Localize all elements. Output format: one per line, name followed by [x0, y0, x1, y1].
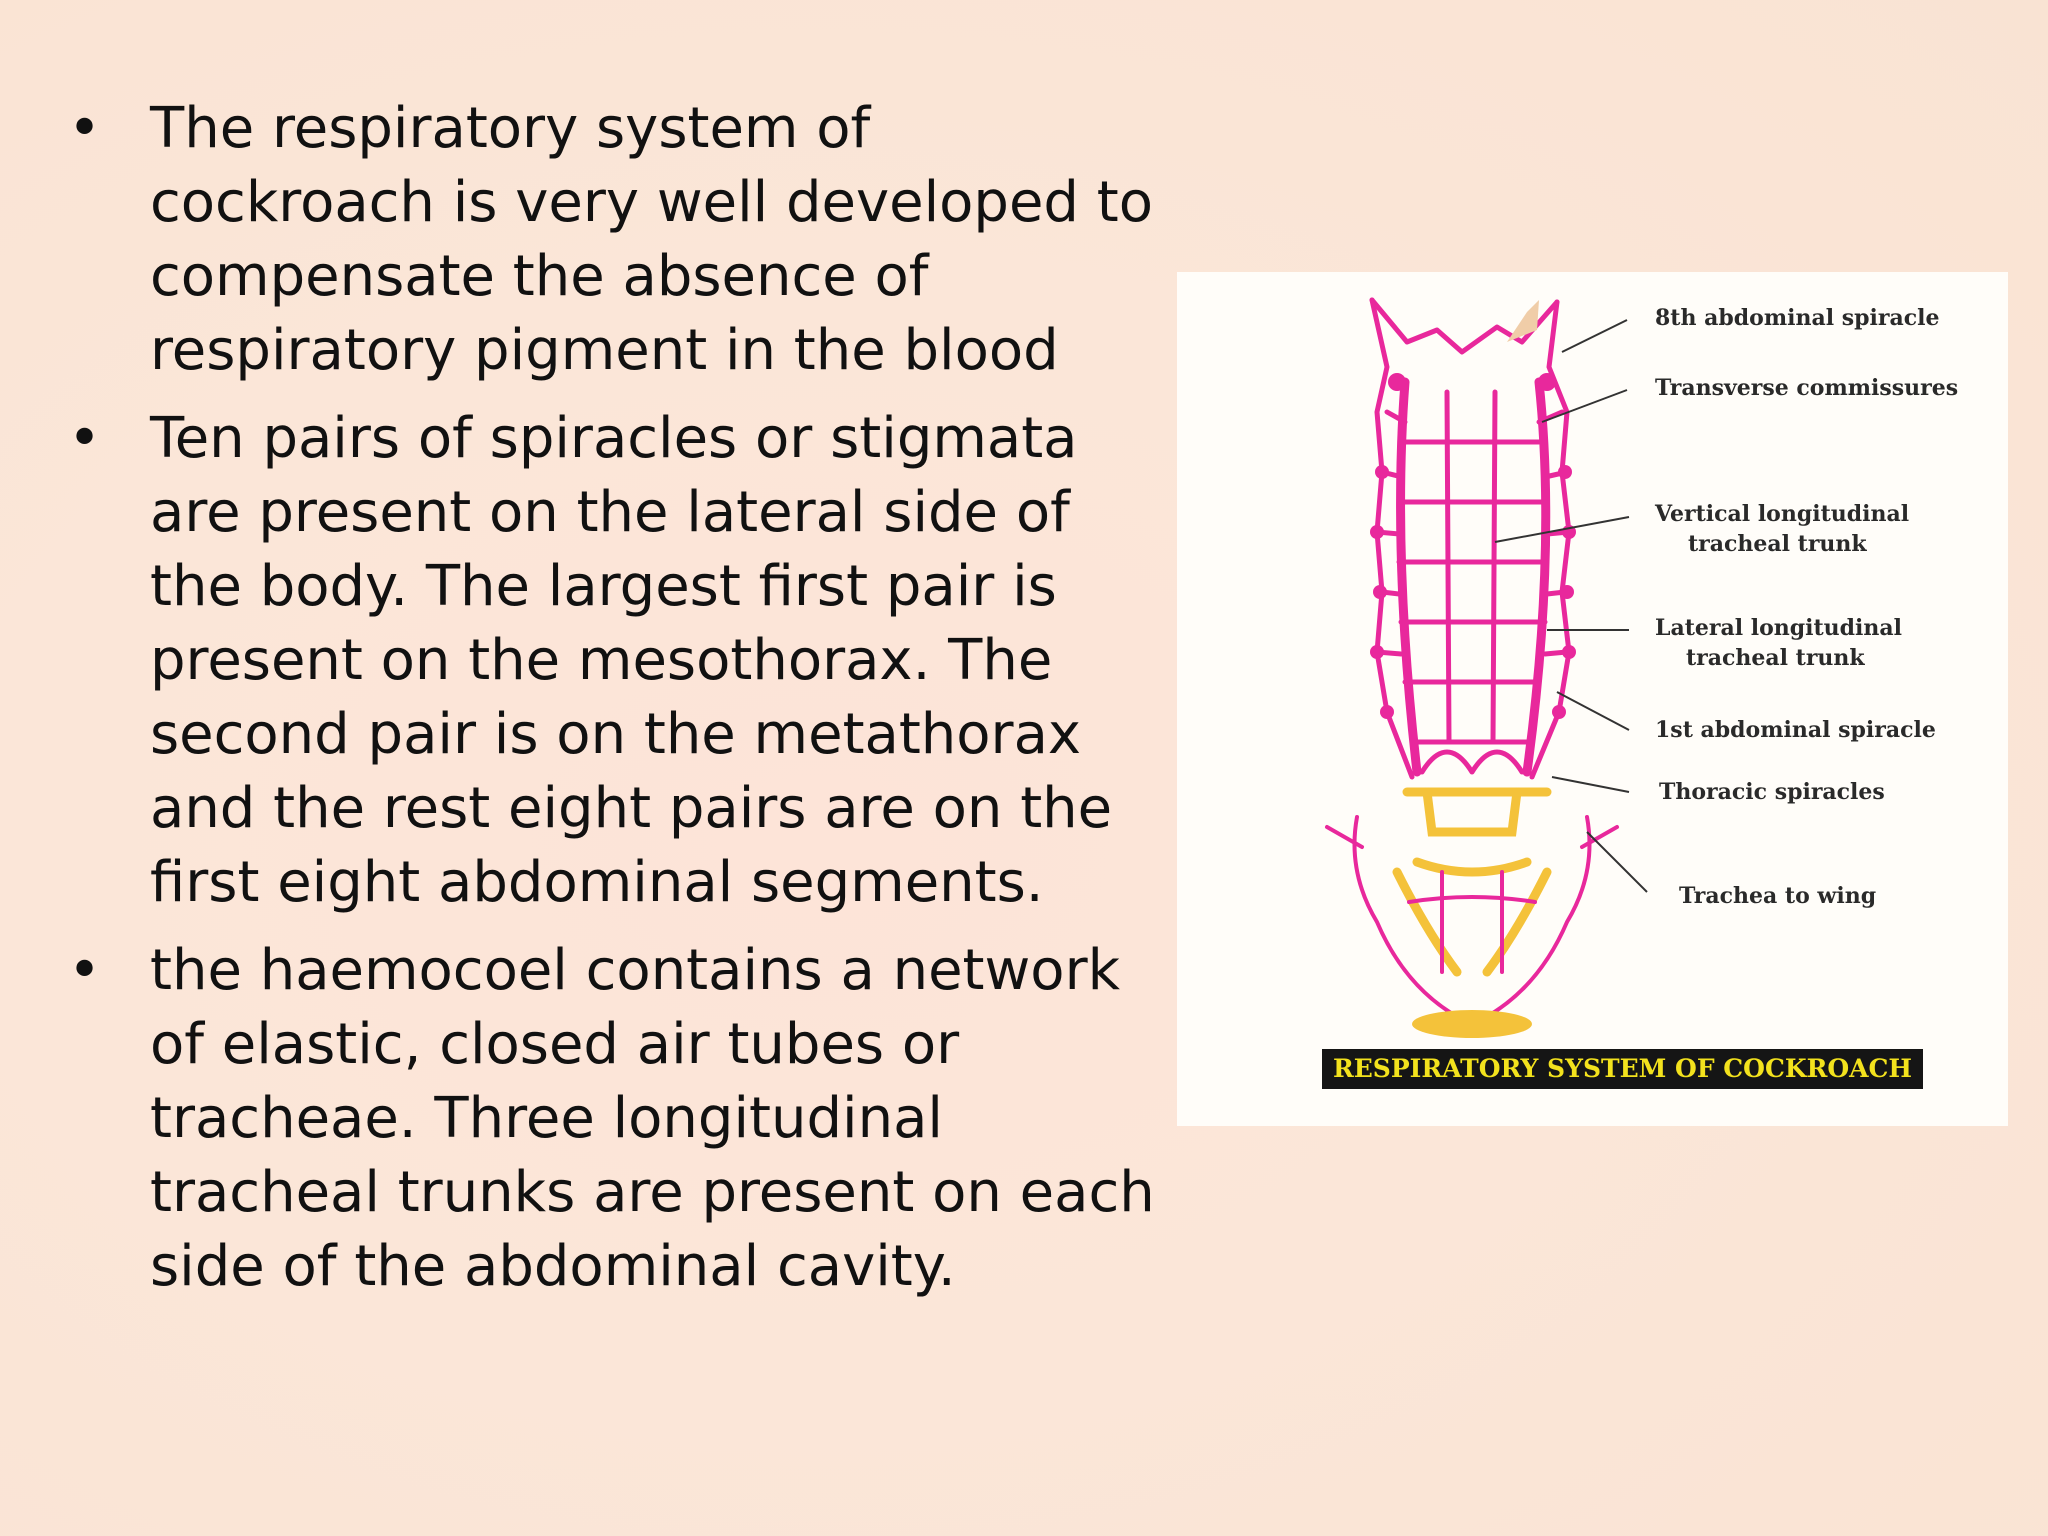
label-thoracic-spiracles: Thoracic spiracles: [1659, 779, 1885, 805]
bullet-item: • the haemocoel contains a network of el…: [68, 934, 1168, 1304]
bullet-text: Ten pairs of spiracles or stigmata are p…: [150, 406, 1113, 915]
bullet-text: The respiratory system of cockroach is v…: [150, 96, 1153, 383]
label-vertical-trunk: tracheal trunk: [1688, 531, 1867, 557]
label-lateral-longitudinal: Lateral longitudinal: [1655, 615, 1903, 641]
label-trachea-to-wing: Trachea to wing: [1679, 883, 1877, 909]
label-1st-abdominal-spiracle: 1st abdominal spiracle: [1655, 717, 1936, 743]
label-lateral-trunk: tracheal trunk: [1686, 645, 1865, 671]
bullet-item: • The respiratory system of cockroach is…: [68, 92, 1168, 388]
bullet-icon: •: [68, 96, 102, 161]
label-vertical-longitudinal: Vertical longitudinal: [1655, 501, 1910, 527]
figure-caption: RESPIRATORY SYSTEM OF COCKROACH: [1322, 1049, 1923, 1089]
bullet-list: • The respiratory system of cockroach is…: [68, 92, 1168, 1318]
bullet-item: • Ten pairs of spiracles or stigmata are…: [68, 402, 1168, 920]
bullet-icon: •: [68, 406, 102, 471]
bullet-icon: •: [68, 938, 102, 1003]
figure-panel: 8th abdominal spiracle Transverse commis…: [1177, 272, 2008, 1126]
bullet-text: the haemocoel contains a network of elas…: [150, 938, 1155, 1299]
label-8th-abdominal-spiracle: 8th abdominal spiracle: [1655, 305, 1940, 331]
label-transverse-commissures: Transverse commissures: [1655, 375, 1959, 401]
cockroach-respiratory-diagram: [1325, 297, 1648, 1038]
